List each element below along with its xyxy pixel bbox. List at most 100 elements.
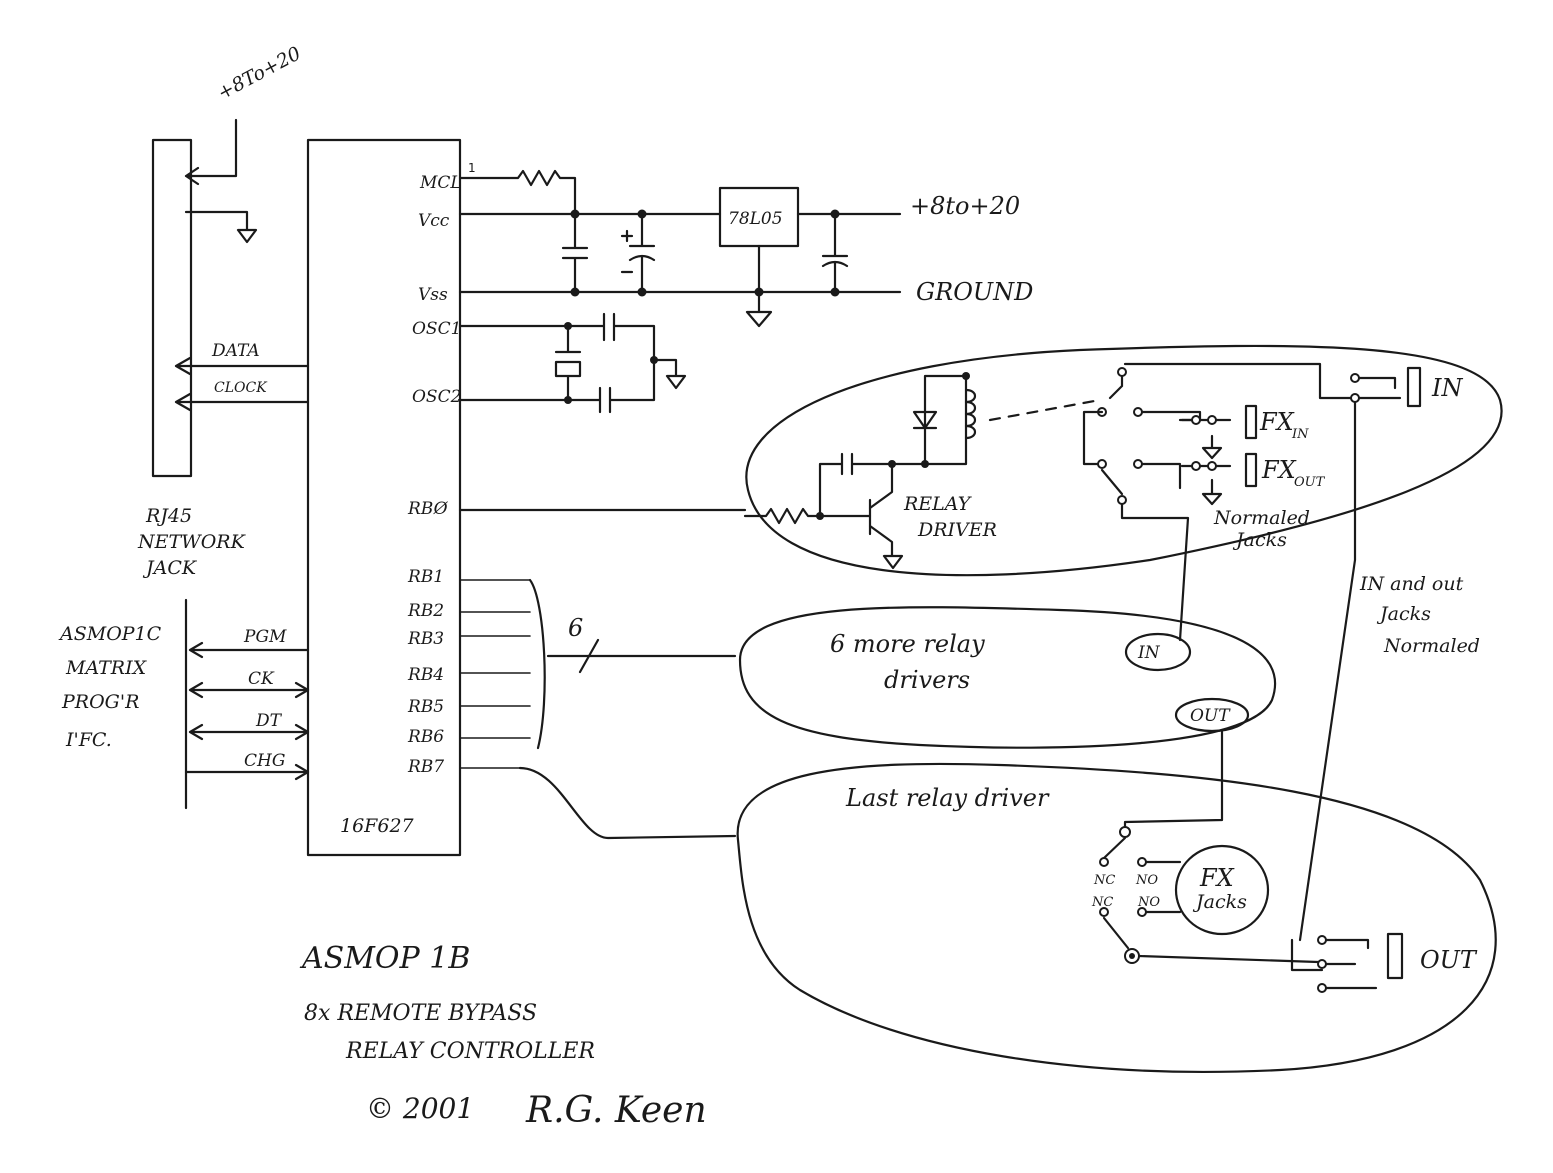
out-chain-line (1123, 728, 1224, 834)
pin-rb2: RB2 (407, 601, 444, 621)
pin-rb1: RB1 (407, 567, 444, 587)
chg-line (184, 763, 310, 781)
supply-label-right: +8to+20 (910, 192, 1020, 220)
pin-rb5: RB5 (407, 697, 444, 717)
contact-nc-2: NC (1091, 895, 1113, 910)
rj45-supply-lead (184, 118, 238, 186)
rj45-jack (151, 118, 310, 478)
decoupling-capacitor (561, 212, 589, 294)
last-relay-contacts (1099, 826, 1320, 964)
rj45-label-line2: NETWORK (137, 531, 247, 553)
pin-vss: Vss (418, 285, 448, 305)
electrolytic-capacitor (620, 212, 656, 294)
pin-rb0: RBØ (407, 499, 449, 519)
more-relay-drivers-outline (738, 606, 1277, 749)
data-line (174, 356, 310, 376)
bus-count-label: 6 (568, 614, 583, 642)
inout-label-line3: Normaled (1383, 635, 1480, 657)
out-tag-label: OUT (1190, 706, 1231, 726)
programmer-label-line1: ASMOP1C (58, 623, 162, 645)
rj45-jack-body (151, 138, 193, 478)
pin-osc2: OSC2 (412, 387, 461, 407)
relay-linkage (988, 398, 1102, 422)
chg-label: CHG (244, 751, 285, 771)
fx-jacks-label-line2: Jacks (1192, 891, 1247, 913)
fx-jacks-label-line1: FX (1199, 864, 1235, 892)
pin-rb4: RB4 (407, 665, 444, 685)
ck-line (188, 681, 310, 699)
flyback-diode (912, 410, 938, 430)
inout-label-line1: IN and out (1359, 573, 1464, 595)
relay-coil-wiring (890, 374, 968, 466)
input-jack (1298, 366, 1422, 942)
pgm-label: PGM (243, 627, 287, 647)
relay-driver-section-outline (745, 344, 1503, 577)
driver-transistor (868, 462, 904, 570)
last-driver-label: Last relay driver (845, 784, 1050, 812)
last-relay-driver-outline (736, 762, 1497, 1073)
crystal-oscillator (458, 312, 687, 414)
title-line1: ASMOP 1B (299, 941, 470, 976)
pin-rb7: RB7 (407, 757, 444, 777)
supply-label-top: +8To+20 (214, 42, 304, 104)
regulator-label: 78L05 (728, 209, 783, 229)
pin-mclr: MCL (419, 173, 462, 193)
title-line3: RELAY CONTROLLER (345, 1039, 595, 1064)
rj45-ground-lead (184, 210, 258, 244)
rj45-label-line3: JACK (142, 557, 198, 579)
programmer-label-line4: I'FC. (65, 729, 112, 751)
pin-rb3: RB3 (407, 629, 444, 649)
in-tag (1124, 632, 1192, 672)
data-label: DATA (211, 341, 260, 361)
pin-osc1: OSC1 (412, 319, 461, 339)
programmer-interface (184, 598, 310, 810)
out-tag (1174, 697, 1250, 733)
base-resistor (743, 507, 872, 525)
fx-out-sub-label: OUT (1294, 475, 1326, 490)
relay-driver-label-line1: RELAY (903, 493, 973, 515)
normaled-label-line1: Normaled (1213, 507, 1310, 529)
dt-label: DT (255, 711, 283, 731)
programmer-label-line2: MATRIX (65, 657, 148, 679)
normaled-label-line2: Jacks (1232, 529, 1287, 551)
in-tag-label: IN (1137, 643, 1161, 663)
relay-coil (964, 388, 977, 440)
programmer-label-line3: PROG'R (61, 691, 139, 713)
mclr-resistor (458, 169, 577, 216)
ck-label: CK (248, 669, 275, 689)
contact-no-1: NO (1135, 873, 1158, 888)
chip-label: 16F627 (340, 815, 415, 837)
port-bus (459, 578, 737, 840)
dt-line (188, 723, 310, 741)
inout-label-line2: Jacks (1376, 603, 1431, 625)
fx-jacks-normaled (1180, 404, 1258, 506)
title-line2: 8x REMOTE BYPASS (304, 1001, 537, 1026)
clock-label: CLOCK (214, 380, 268, 396)
copyright-label: © 2001 (366, 1092, 474, 1125)
fx-in-sub-label: IN (1291, 427, 1309, 442)
output-capacitor (821, 212, 849, 294)
regulator-ground (745, 244, 773, 328)
fx-out-label: FX (1261, 456, 1297, 484)
in-jack-label: IN (1431, 374, 1463, 402)
relay-driver-label-line2: DRIVER (917, 519, 997, 541)
contact-no-2: NO (1137, 895, 1160, 910)
relay-contacts (1082, 362, 1357, 642)
ground-label: GROUND (916, 278, 1033, 306)
more-drivers-label-line2: drivers (884, 666, 970, 694)
contact-nc-1: NC (1093, 873, 1115, 888)
pin-mclr-number: 1 (468, 161, 476, 175)
fx-jacks-circle (1174, 844, 1270, 936)
pin-vcc: Vcc (418, 211, 450, 231)
microcontroller-chip (306, 138, 462, 857)
clock-line (174, 392, 310, 412)
rj45-label-line1: RJ45 (145, 505, 192, 527)
speedup-capacitor (818, 452, 892, 518)
output-jack (1290, 932, 1404, 993)
pgm-line (188, 641, 310, 659)
more-drivers-label-line1: 6 more relay (830, 630, 985, 658)
fx-in-label: FX (1259, 408, 1295, 436)
pin-rb6: RB6 (407, 727, 444, 747)
out-jack-label: OUT (1420, 946, 1478, 974)
